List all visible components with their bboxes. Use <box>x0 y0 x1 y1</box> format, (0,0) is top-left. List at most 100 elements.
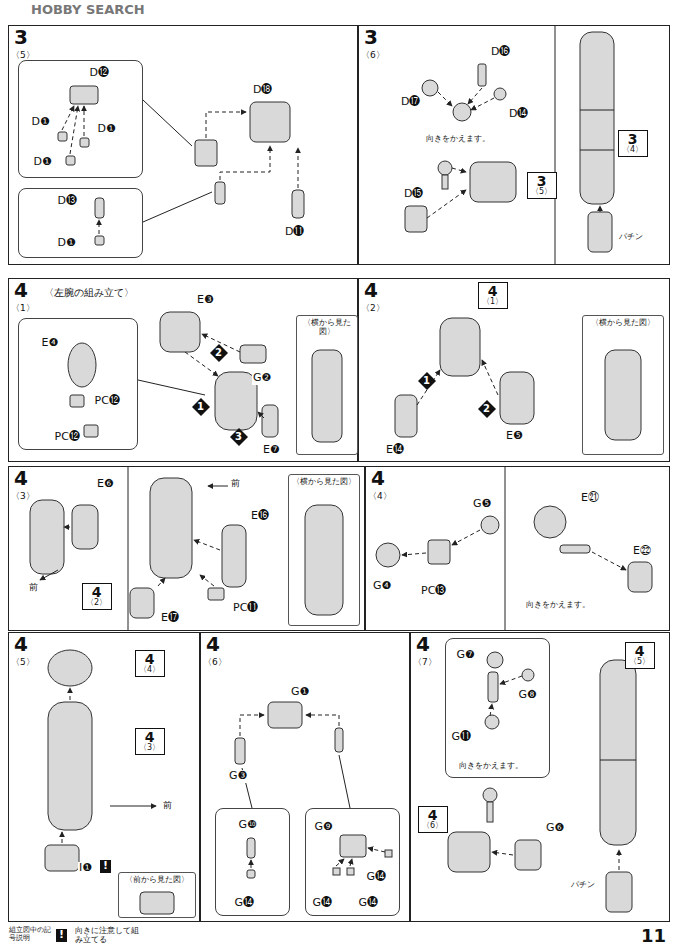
callout-label: D⓮ <box>508 108 529 121</box>
callout-label: E⓱ <box>160 612 180 625</box>
view-caption: 〈横から見た図〉 <box>297 318 357 337</box>
callout-label: 11 <box>640 926 667 947</box>
substep-number: 〈6〉 <box>202 657 228 667</box>
step-number: 4 <box>370 467 386 490</box>
detail-inset: D⓭ D❶ <box>18 188 143 258</box>
callout-label: 向きをかえます。 <box>525 600 591 609</box>
substep-number: 〈5〉 <box>10 657 36 667</box>
callout-label: 向きをかえます。 <box>425 134 491 143</box>
reference-number: 〈1〉 <box>482 298 503 306</box>
detail-inset: D⓬D❶D❶D❶ <box>18 60 143 178</box>
step-reference: 4〈6〉 <box>418 806 448 833</box>
callout-label: D⓱ <box>400 96 421 109</box>
order-diamond: 3 <box>230 428 248 446</box>
order-diamond: 2 <box>210 344 228 362</box>
callout-label: E⓮ <box>385 444 405 457</box>
reference-number: 4 <box>635 644 645 659</box>
order-diamond: 1 <box>192 398 210 416</box>
step-reference: 4〈3〉 <box>135 728 165 755</box>
callout-label: 組立図中の記号説明 <box>8 926 54 942</box>
callout-label: I❶ <box>78 862 93 875</box>
part-label: D❶ <box>57 237 77 250</box>
substep-number: 〈6〉 <box>360 50 386 60</box>
callout-label: E❺ <box>505 430 524 443</box>
step-panel: 4〈7〉G❼G❽G⓫向きをかえます。4〈5〉4〈6〉 <box>410 632 670 922</box>
callout-label: PC⓫ <box>232 602 259 615</box>
callout-label: D⓰ <box>490 46 511 59</box>
reference-number: 〈6〉 <box>422 822 443 830</box>
part-label: G⓫ <box>451 731 473 744</box>
view-caption: 〈横から見た図〉 <box>289 477 359 487</box>
part-label: PC⓬ <box>94 395 121 408</box>
step-number: 3 <box>363 26 379 49</box>
callout-label: E㉑ <box>580 492 600 505</box>
step-panel: 3〈6〉3〈5〉3〈4〉 <box>358 25 670 265</box>
reference-number: 3 <box>628 132 638 147</box>
callout-label: 向きに注意して組み立てる <box>74 926 140 944</box>
step-reference: 3〈4〉 <box>618 130 648 157</box>
callout-label: E㉒ <box>632 545 652 558</box>
reference-number: 4 <box>488 284 498 299</box>
order-number: 1 <box>197 401 204 412</box>
callout-label: パチン <box>570 880 596 889</box>
step-panel: 4〈4〉 <box>365 466 670 631</box>
part-label: D⓭ <box>57 195 78 208</box>
diamond-shape <box>478 400 496 418</box>
part-label: G❽ <box>518 689 538 702</box>
view-inset: 〈横から見た図〉 <box>582 315 664 455</box>
callout-label: PC⓭ <box>420 585 447 598</box>
part-label: G⓮ <box>366 871 388 884</box>
view-caption: 〈前から見た図〉 <box>119 875 195 885</box>
part-label: G⓮ <box>312 897 334 910</box>
part-label: G❼ <box>456 649 476 662</box>
callout-label: G❸ <box>228 770 248 783</box>
callout-label: D⓯ <box>403 188 424 201</box>
reference-number: 4 <box>428 808 438 823</box>
step-number: 4 <box>13 467 29 490</box>
callout-label: G❶ <box>290 686 310 699</box>
order-number: 3 <box>235 431 242 442</box>
order-number: 2 <box>215 347 222 358</box>
step-panel: 4〈2〉4〈1〉12〈横から見た図〉 <box>358 278 670 462</box>
substep-number: 〈2〉 <box>360 303 386 313</box>
reference-number: 4 <box>145 652 155 667</box>
part-label: E❹ <box>41 337 60 350</box>
view-inset: 〈横から見た図〉 <box>296 315 358 455</box>
order-diamond: 2 <box>478 400 496 418</box>
callout-label: E❸ <box>196 294 215 307</box>
step-panel: 4〈6〉G❿G⓮G❾G⓮G⓮G⓮ <box>200 632 410 922</box>
diamond-shape <box>210 344 228 362</box>
step-reference: 4〈2〉 <box>82 583 112 610</box>
diamond-shape <box>192 398 210 416</box>
step-number: 4 <box>363 279 379 302</box>
callout-label: D⓲ <box>252 84 273 97</box>
order-number: 2 <box>483 403 490 414</box>
reference-number: 〈5〉 <box>629 658 650 666</box>
substep-number: 〈5〉 <box>10 50 36 60</box>
order-diamond: 1 <box>418 372 436 390</box>
diamond-shape <box>230 428 248 446</box>
watermark: HOBBY SEARCH <box>30 3 146 18</box>
callout-label: 前 <box>28 582 39 592</box>
reference-number: 3 <box>537 174 547 189</box>
reference-number: 〈4〉 <box>139 666 160 674</box>
callout-label: E❻ <box>96 478 115 491</box>
substep-number: 〈3〉 <box>10 491 36 501</box>
diamond-shape <box>418 372 436 390</box>
callout-label: 前 <box>230 478 241 488</box>
step-number: 4 <box>415 633 431 656</box>
callout-label: パチン <box>618 232 644 241</box>
part-label: 向きをかえます。 <box>458 761 524 770</box>
reference-number: 〈5〉 <box>531 188 552 196</box>
substep-number: 〈1〉 <box>10 303 36 313</box>
reference-number: 〈2〉 <box>86 599 107 607</box>
detail-inset: G❾G⓮G⓮G⓮ <box>305 808 400 916</box>
part-label: G⓮ <box>234 897 256 910</box>
substep-number: 〈4〉 <box>367 491 393 501</box>
step-panel: 4〈3〉 4〈2〉 〈横から見た図〉 <box>8 466 365 631</box>
detail-inset: G❿G⓮ <box>215 808 290 916</box>
part-label: D⓬ <box>89 67 110 80</box>
part-label: G❾ <box>314 821 334 834</box>
